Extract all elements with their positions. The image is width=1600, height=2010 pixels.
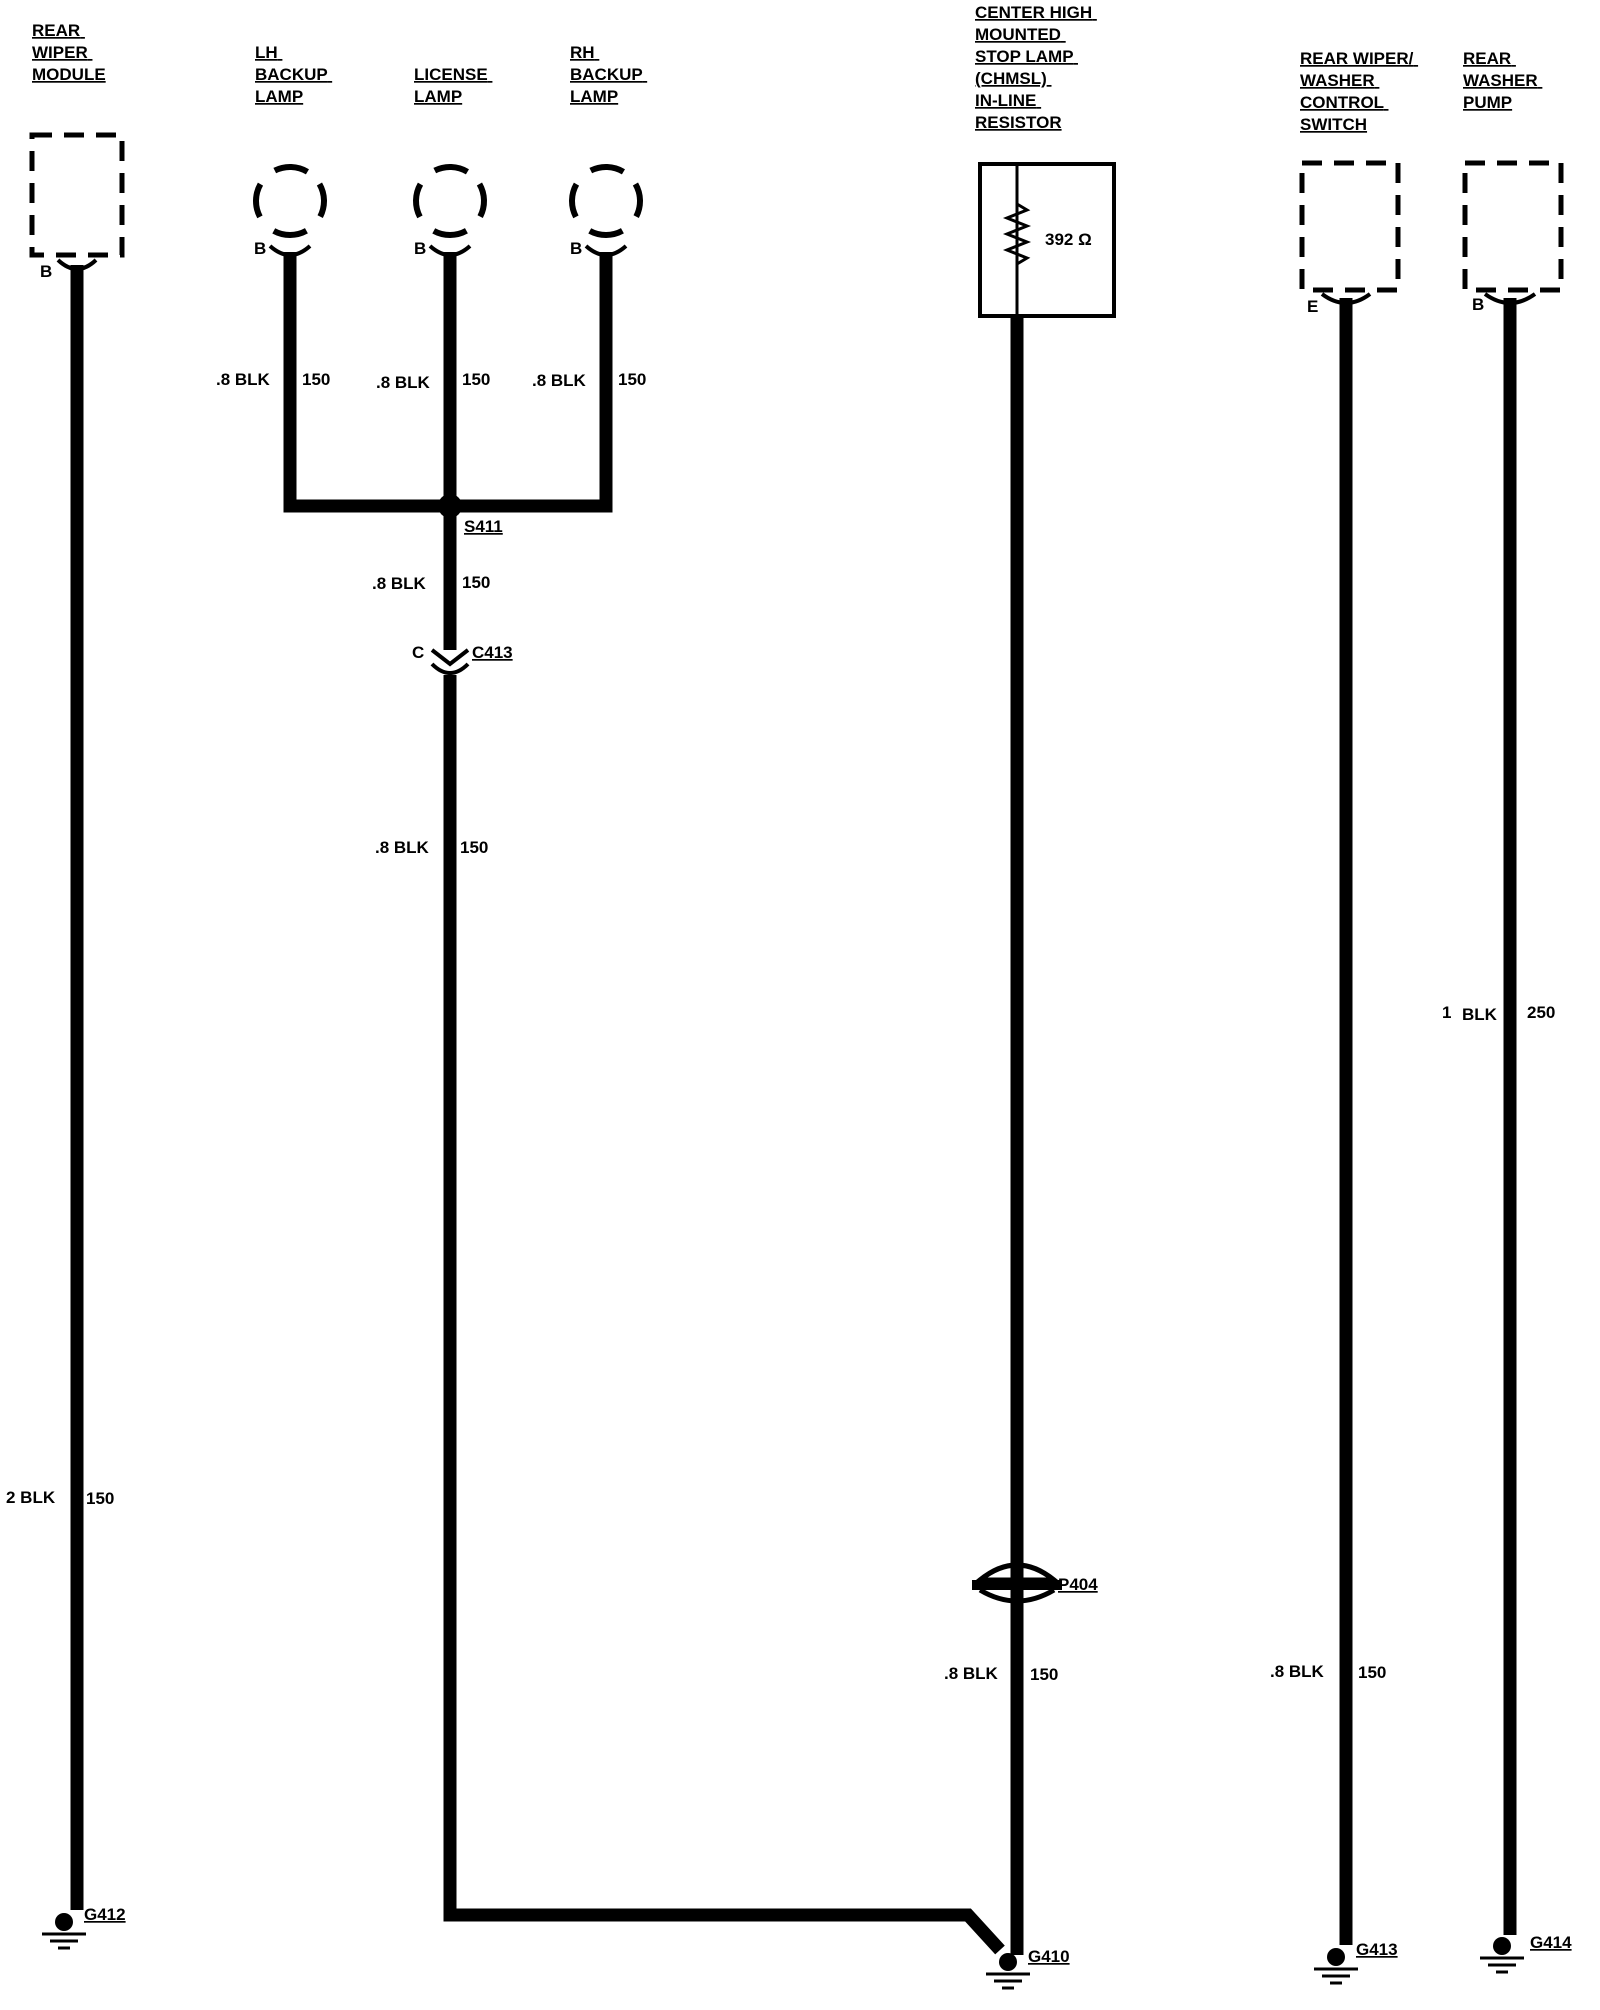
license-lamp-label: LICENSE LAMP: [414, 65, 492, 106]
pin-rear-washer-pump: B: [1472, 295, 1484, 314]
s411-label: S411: [464, 517, 503, 536]
c413-pin: C: [412, 643, 424, 662]
wire-label-switch-gauge: .8 BLK: [1270, 1662, 1325, 1681]
wire-label-lh-gauge: .8 BLK: [216, 370, 271, 389]
ground-g410-icon: [986, 1953, 1030, 1990]
p404-label: P404: [1058, 1575, 1098, 1594]
wire-label-chmsl-circuit: 150: [1030, 1665, 1058, 1684]
wire-label-c413-circuit: 150: [460, 838, 488, 857]
ground-g414-icon: [1480, 1937, 1524, 1974]
wire-label-wiper-module-gauge: 2 BLK: [6, 1488, 56, 1507]
rear-wiper-washer-switch-label: REAR WIPER/ WASHER CONTROL SWITCH: [1300, 49, 1418, 134]
rear-washer-pump-box: [1462, 160, 1564, 293]
c413-connector-icon: [430, 648, 470, 675]
wire-label-switch-circuit: 150: [1358, 1663, 1386, 1682]
chmsl-resistor-box: [978, 162, 1116, 318]
pin-lh-backup-lamp: B: [254, 239, 266, 258]
resistor-value: 392 Ω: [1045, 230, 1092, 249]
wire-label-pump-circuit: 250: [1527, 1003, 1555, 1022]
wire-label-license-circuit: 150: [462, 370, 490, 389]
ground-g414-label: G414: [1530, 1933, 1572, 1952]
pin-connectors: [56, 244, 1537, 305]
rear-washer-pump-label: REAR WASHER PUMP: [1463, 49, 1542, 112]
wire-label-license-gauge: .8 BLK: [376, 373, 431, 392]
pin-rear-wiper-module: B: [40, 262, 52, 281]
rear-wiper-module-label: REAR WIPER MODULE: [32, 21, 106, 84]
p404-grommet-icon: [972, 1562, 1062, 1604]
wire-label-lh-circuit: 150: [302, 370, 330, 389]
rear-wiper-washer-switch-box: [1299, 160, 1401, 293]
wire-label-c413-gauge: .8 BLK: [375, 838, 430, 857]
wire-label-s411-gauge: .8 BLK: [372, 574, 427, 593]
rh-backup-lamp-label: RH BACKUP LAMP: [570, 43, 647, 106]
pin-license-lamp: B: [414, 239, 426, 258]
wire-label-rh-gauge: .8 BLK: [532, 371, 587, 390]
wire-label-s411-circuit: 150: [462, 573, 490, 592]
ground-g412-label: G412: [84, 1905, 126, 1924]
ground-g413-icon: [1314, 1948, 1358, 1985]
license-lamp-bulb: [413, 164, 487, 238]
wire-c413-to-g410: [443, 675, 1005, 1955]
rear-wiper-module-box: [29, 132, 125, 258]
pin-rear-wiper-washer-switch: E: [1307, 297, 1318, 316]
wire-label-wiper-module-circuit: 150: [86, 1489, 114, 1508]
wire-label-pump-color: BLK: [1462, 1005, 1498, 1024]
resistor-symbol-icon: [1002, 196, 1032, 272]
wire-label-chmsl-gauge: .8 BLK: [944, 1664, 999, 1683]
wire-label-pump-gauge: 1: [1442, 1003, 1451, 1022]
ground-g410-label: G410: [1028, 1947, 1070, 1966]
lh-backup-lamp-label: LH BACKUP LAMP: [255, 43, 332, 106]
chmsl-resistor-label: CENTER HIGH MOUNTED STOP LAMP (CHMSL) IN…: [975, 3, 1097, 132]
pin-rh-backup-lamp: B: [570, 239, 582, 258]
lh-backup-lamp-bulb: [253, 164, 327, 238]
ground-g412-icon: [42, 1913, 86, 1950]
ground-g413-label: G413: [1356, 1940, 1398, 1959]
c413-label: C413: [472, 643, 513, 662]
wire-label-rh-circuit: 150: [618, 370, 646, 389]
rh-backup-lamp-bulb: [569, 164, 643, 238]
